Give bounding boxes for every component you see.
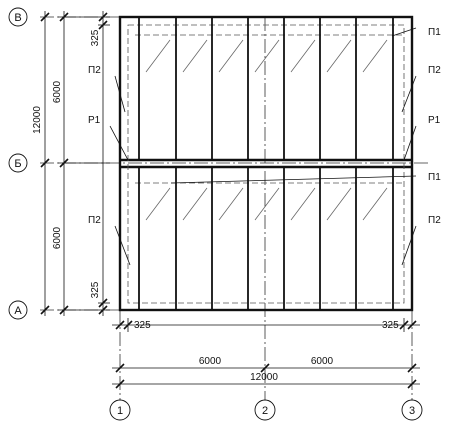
dim-right-offset: 325: [382, 320, 399, 331]
bottom-dim-ticks: [115, 320, 417, 389]
panel-hatch: [145, 39, 388, 221]
label-p2-left-top: П2: [88, 65, 101, 76]
dim-lower-height: 6000: [52, 226, 63, 249]
row-axis-a-label: А: [14, 305, 22, 317]
row-axis-v-label: В: [14, 12, 21, 24]
dim-right-span: 6000: [311, 356, 334, 367]
slab-outline: [118, 15, 414, 312]
label-p2-left-bottom: П2: [88, 215, 101, 226]
dim-top-offset: 325: [90, 29, 101, 46]
col-axis-3-label: 3: [409, 405, 415, 417]
col-axis-1-label: 1: [117, 405, 123, 417]
col-axis-2-label: 2: [262, 405, 268, 417]
dim-left-span: 6000: [199, 356, 222, 367]
col-axis-1: 1: [109, 399, 131, 421]
label-r1-right: Р1: [428, 115, 441, 126]
leader-lines: [109, 27, 417, 266]
label-r1-left: Р1: [88, 115, 101, 126]
row-axis-b-label: Б: [14, 158, 21, 170]
label-p1-top: П1: [428, 27, 441, 38]
offset-outline: [127, 24, 405, 304]
panels-top: [138, 17, 394, 160]
dim-total-width: 12000: [250, 372, 278, 383]
left-dimensions: [44, 11, 110, 316]
row-axis-b: Б: [8, 153, 28, 173]
row-axis-a: А: [8, 300, 28, 320]
col-axis-3: 3: [401, 399, 423, 421]
label-p1-mid: П1: [428, 172, 441, 183]
label-p2-right-bottom: П2: [428, 215, 441, 226]
dim-left-offset: 325: [134, 320, 151, 331]
left-dim-ticks: [40, 12, 108, 315]
row-axis-v: В: [8, 7, 28, 27]
col-axis-2: 2: [254, 399, 276, 421]
dim-total-height: 12000: [32, 106, 43, 134]
dim-upper-height: 6000: [52, 80, 63, 103]
dim-bottom-offset: 325: [90, 281, 101, 298]
panels-bottom: [138, 167, 394, 310]
label-p2-right-top: П2: [428, 65, 441, 76]
